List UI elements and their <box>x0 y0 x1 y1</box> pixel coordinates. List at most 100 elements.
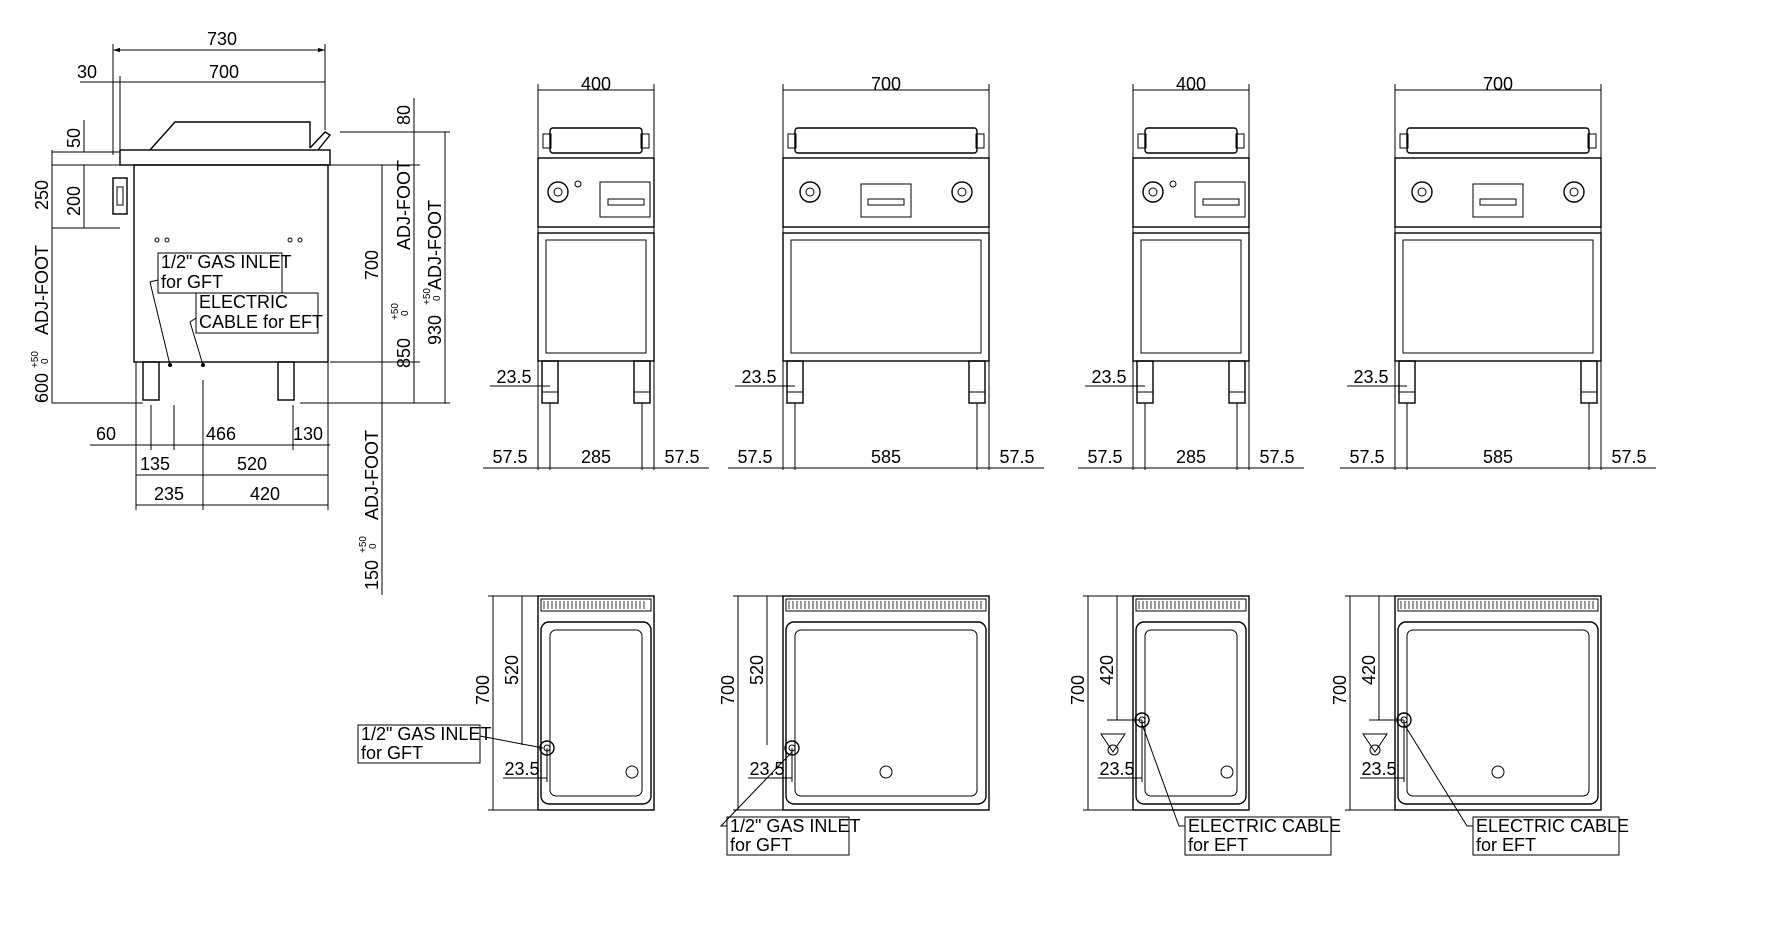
griddle-plate <box>1406 127 1590 154</box>
top-plate <box>119 149 331 166</box>
pilot-icon <box>574 180 582 188</box>
callout-electric-box <box>195 292 319 334</box>
dim-700: 700 <box>209 62 239 82</box>
adj-foot-left-label: ADJ-FOOT <box>32 245 52 335</box>
leg-left <box>541 360 559 404</box>
plan-outline <box>1132 595 1250 811</box>
drip-tray-front <box>1194 181 1246 218</box>
mount-hole <box>154 237 160 243</box>
dim-side-left: 57.5 <box>737 447 772 467</box>
dim-420: 420 <box>250 484 280 504</box>
griddle-plate <box>1144 127 1238 154</box>
dim-width: 700 <box>1483 74 1513 94</box>
leg-right <box>1228 360 1246 404</box>
dim-offset: 23.5 <box>749 759 784 779</box>
knob-icon <box>1563 181 1585 203</box>
vent-strip <box>1397 598 1599 612</box>
dim-730: 730 <box>207 29 237 49</box>
callout-line2: for GFT <box>730 835 792 855</box>
knob-center <box>1417 187 1427 197</box>
callout-line1: ELECTRIC CABLE <box>1188 816 1341 836</box>
knob-side <box>112 177 128 215</box>
leader-gas <box>149 279 171 366</box>
dim-inner: 285 <box>1176 447 1206 467</box>
dim-depth: 700 <box>1330 675 1350 705</box>
dim-80: 80 <box>394 105 414 125</box>
knob-icon <box>547 181 569 203</box>
door-panel <box>790 239 982 354</box>
drain-hole <box>879 765 893 779</box>
adj-foot-bottom-label: ADJ-FOOT <box>362 430 382 520</box>
dim-466: 466 <box>206 424 236 444</box>
tray-handle <box>607 198 645 206</box>
leg-left <box>786 360 804 404</box>
dim-520: 520 <box>237 454 267 474</box>
callout-box <box>1472 816 1620 856</box>
drain-hole <box>1491 765 1505 779</box>
pilot-icon <box>1169 180 1177 188</box>
dim-inner: 585 <box>1483 447 1513 467</box>
leg-rear <box>277 361 295 401</box>
callout-box <box>726 816 850 856</box>
griddle-surface <box>1397 621 1599 805</box>
dim-inner-depth: 520 <box>502 655 522 685</box>
tolerance-zero: 0 <box>368 543 379 549</box>
callout-gas-line2: for GFT <box>161 272 223 292</box>
knob-center <box>1148 187 1158 197</box>
knob-icon <box>799 181 821 203</box>
splash-right <box>975 133 985 149</box>
dim-inner-depth: 520 <box>747 655 767 685</box>
adj-foot-right-a: ADJ-FOOT <box>394 160 414 250</box>
knob-center <box>805 187 815 197</box>
mount-hole <box>287 237 293 243</box>
dim-235: 235 <box>154 484 184 504</box>
gas-inlet-point <box>168 363 172 367</box>
splash-right <box>640 133 650 149</box>
plan-outline <box>1394 595 1602 811</box>
splash-left <box>787 133 797 149</box>
tray-handle <box>1202 198 1240 206</box>
dim-850: 850 <box>394 338 414 368</box>
cabinet-front <box>1394 232 1602 362</box>
vent-strip <box>540 598 652 612</box>
splash-left <box>1137 133 1147 149</box>
door-panel <box>545 239 647 354</box>
drip-tray-front <box>1472 183 1524 218</box>
dim-width: 700 <box>871 74 901 94</box>
leg-front <box>142 361 160 401</box>
leg-right <box>968 360 986 404</box>
tolerance-plus: +50 <box>390 303 401 320</box>
vent-strip <box>785 598 987 612</box>
tray-handle <box>867 198 905 206</box>
door-panel <box>1140 239 1242 354</box>
callout-line1: 1/2" GAS INLET <box>730 816 860 836</box>
dim-930: 930 <box>425 315 445 345</box>
cabinet-front <box>537 232 655 362</box>
cabinet-side <box>133 164 329 363</box>
callout-electric-line1: ELECTRIC <box>199 292 288 312</box>
adj-foot-left-value: 600 <box>32 373 52 403</box>
tolerance-plus: +50 <box>422 288 433 305</box>
dim-60: 60 <box>96 424 116 444</box>
dim-leg-offset: 23.5 <box>496 367 531 387</box>
knob-detail <box>116 186 124 206</box>
tolerance-plus: +50 <box>30 351 41 368</box>
leg-right <box>1580 360 1598 404</box>
plan-outline <box>537 595 655 811</box>
callout-gas-line1: 1/2" GAS INLET <box>161 252 291 272</box>
dim-depth: 700 <box>473 675 493 705</box>
dim-side-left: 57.5 <box>1087 447 1122 467</box>
tolerance-zero: 0 <box>40 358 51 364</box>
splash-left <box>542 133 552 149</box>
knob-center <box>957 187 967 197</box>
splash-left <box>1399 133 1409 149</box>
griddle-inner <box>794 629 978 797</box>
knob-icon <box>1142 181 1164 203</box>
